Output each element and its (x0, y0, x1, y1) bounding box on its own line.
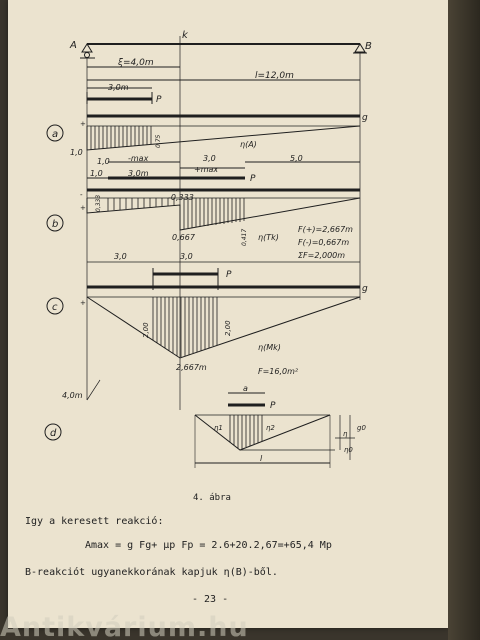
row-c-plus-sign: + (80, 299, 86, 307)
row-b-curve-label: η(Tk) (258, 233, 279, 242)
row-c-dim-30b: 3,0 (180, 252, 193, 261)
row-d-eta2: η2 (266, 424, 275, 432)
page-number: - 23 - (192, 594, 228, 605)
row-b-f-minus: F(-)=0,667m (298, 238, 349, 247)
hatch-c (152, 297, 218, 357)
row-c-circle (46, 297, 64, 315)
text-line-3: B-reakciót ugyanekkorának kapjuk η(B)-bő… (25, 566, 278, 578)
dim-span-label: l=12,0m (255, 71, 294, 81)
row-a-letter: a (52, 129, 58, 140)
paper-sheet (8, 0, 448, 628)
row-b-value-top: 0,333 (95, 195, 102, 212)
row-c-left-value: 4,0m (62, 391, 83, 400)
row-d-eta1: η1 (214, 424, 223, 432)
row-b-p-label: P (250, 174, 256, 184)
row-c-value-2: 2,00 (224, 320, 232, 336)
row-d-p-label: P (270, 401, 276, 411)
row-a-value-2: 0,75 (155, 134, 162, 148)
row-d-a-label: a (243, 384, 248, 393)
watermark: Antikvárium.hu (0, 612, 249, 640)
row-a-value-1: 1,0 (70, 148, 83, 157)
row-b-dim-pos: +max (194, 165, 218, 174)
row-b-plus-sign: + (80, 204, 86, 212)
hatch-b (107, 198, 245, 229)
influence-line-a (86, 125, 361, 151)
row-c-letter: c (52, 302, 58, 313)
support-b-icon (354, 43, 366, 53)
support-a-label: A (69, 40, 77, 51)
row-d-g0: g0 (357, 424, 366, 432)
influence-line-d (194, 414, 331, 451)
section-k-label: k (182, 30, 189, 41)
row-c-value-1: 2,00 (142, 322, 150, 338)
row-c-value-max: 2,667m (176, 363, 207, 372)
row-a-p-label: P (156, 95, 162, 105)
row-b-dim-1b: 1,0 (90, 169, 103, 178)
row-b-value-end: 0,417 (241, 229, 248, 246)
row-b-value-neg: -0,333 (168, 193, 194, 202)
row-b-f-plus: F(+)=2,667m (298, 225, 353, 234)
row-c-area: F=16,0m² (258, 367, 299, 376)
row-b-dim-1a: 1,0 (97, 157, 110, 166)
row-b-value-pos: 0,667 (172, 233, 196, 242)
row-b-dim-50: 5,0 (290, 154, 303, 163)
row-a-g-label: g (362, 113, 368, 123)
row-b-circle (46, 214, 64, 232)
row-a-curve-label: η(A) (240, 140, 257, 149)
support-a-roller-icon (84, 52, 90, 58)
row-a-circle (46, 124, 64, 142)
hatch-d (229, 415, 263, 449)
row-a-load-length: 3,0m (108, 83, 129, 92)
text-line-1: Igy a keresett reakció: (25, 515, 163, 527)
figure-caption: 4. ábra (193, 493, 231, 503)
row-b-f-sum: ΣF=2,000m (298, 251, 345, 260)
support-b-label: B (365, 41, 372, 52)
row-b-letter: b (52, 219, 58, 230)
row-c-curve-label: η(Mk) (258, 343, 281, 352)
row-b-dim-30: 3,0 (203, 154, 216, 163)
row-d-eta: η (343, 430, 348, 438)
row-b-dim-neg: -max (128, 154, 149, 163)
row-b-dim-30m: 3,0m (128, 169, 149, 178)
row-d-letter: d (50, 428, 57, 439)
row-a-plus-sign: + (80, 120, 86, 128)
row-d-eta0: η0 (344, 446, 353, 454)
row-d-l-label: l (260, 454, 263, 463)
book-spine (448, 0, 480, 640)
row-c-dim-30a: 3,0 (114, 252, 127, 261)
reaction-formula: Amax = g Fg+ μp Fp = 2.6+20.2,67=+65,4 M… (85, 540, 332, 551)
dim-xi-label: ξ=4,0m (117, 58, 154, 68)
hatch-a (90, 126, 152, 150)
row-c-g-label: g (362, 284, 368, 294)
row-c-p-label: P (226, 270, 232, 280)
row-b-minus-sign: - (80, 191, 83, 199)
influence-line-c (86, 296, 361, 359)
row-d-circle (44, 423, 62, 441)
support-a-icon (81, 43, 93, 53)
